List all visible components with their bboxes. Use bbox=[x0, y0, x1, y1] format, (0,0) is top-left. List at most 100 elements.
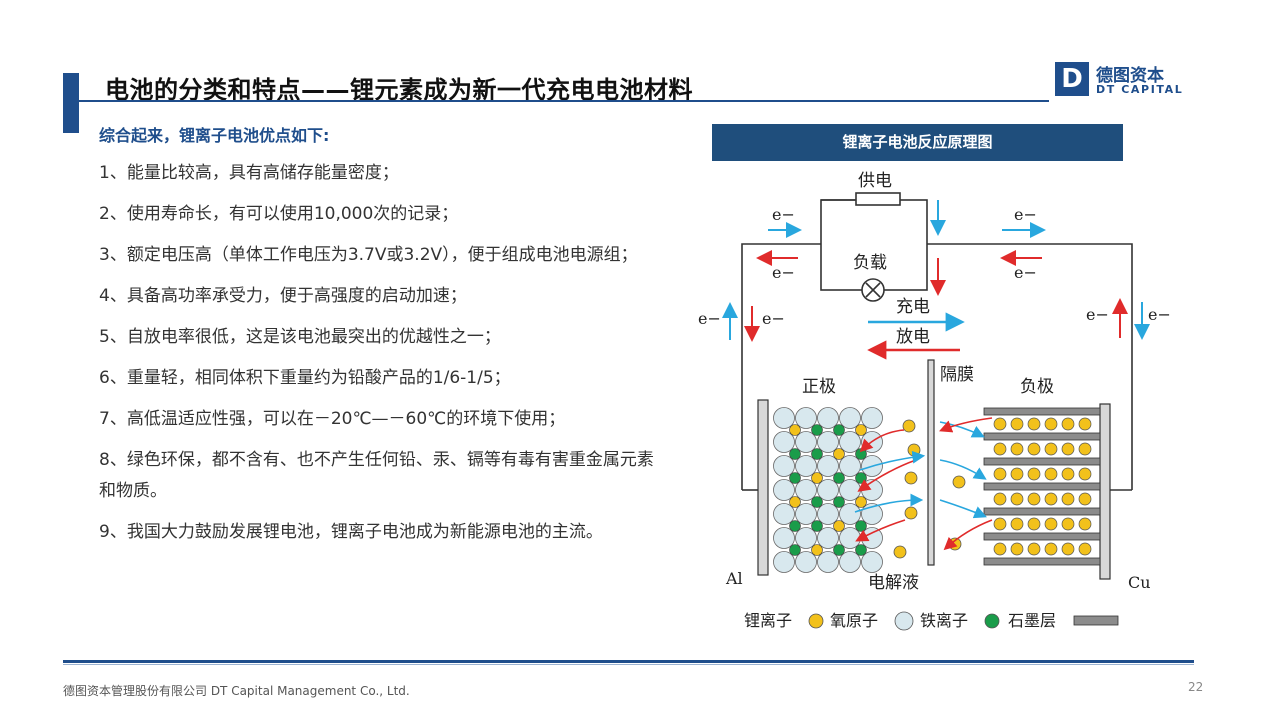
oxygen-atom bbox=[839, 503, 861, 525]
cathode-lattice bbox=[773, 407, 883, 573]
iron-ion bbox=[789, 448, 801, 460]
graphite-layer bbox=[983, 532, 1101, 541]
lithium-ion bbox=[1061, 467, 1075, 481]
oxygen-atom bbox=[861, 527, 883, 549]
iron-ion bbox=[833, 496, 845, 508]
lithium-ion bbox=[1078, 517, 1092, 531]
lithium-ion bbox=[811, 472, 823, 484]
lithium-ion bbox=[993, 417, 1007, 431]
title-accent-bar bbox=[63, 73, 79, 133]
electron-label: e− bbox=[1086, 305, 1109, 324]
oxygen-atom bbox=[861, 551, 883, 573]
lithium-ion bbox=[1078, 442, 1092, 456]
oxygen-atom bbox=[773, 431, 795, 453]
graphite-layer bbox=[983, 507, 1101, 516]
copper-label: Cu bbox=[1128, 573, 1151, 592]
aluminum-collector bbox=[757, 399, 769, 576]
lithium-ion bbox=[1010, 467, 1024, 481]
iron-ion bbox=[855, 520, 867, 532]
iron-ion bbox=[855, 448, 867, 460]
list-item: 6、重量轻，相同体积下重量约为铅酸产品的1/6-1/5； bbox=[99, 368, 511, 388]
lithium-ion bbox=[1010, 517, 1024, 531]
oxygen-atom bbox=[773, 455, 795, 477]
anode-label: 负极 bbox=[1020, 377, 1054, 397]
lithium-ion bbox=[1078, 417, 1092, 431]
oxygen-atom bbox=[795, 479, 817, 501]
lithium-ion bbox=[855, 496, 867, 508]
list-item: 3、额定电压高（单体工作电压为3.7V或3.2V），便于组成电池电源组； bbox=[99, 245, 638, 265]
oxygen-atom bbox=[817, 431, 839, 453]
lithium-ion bbox=[1078, 542, 1092, 556]
migrating-ions bbox=[893, 419, 966, 559]
lithium-ion bbox=[1027, 442, 1041, 456]
electron-label: e− bbox=[762, 309, 785, 328]
list-item: 8、绿色环保，都不含有、也不产生任何铅、汞、镉等有毒有害重金属元素和物质。 bbox=[99, 450, 654, 501]
electron-label: e− bbox=[698, 309, 721, 328]
lithium-ion bbox=[789, 496, 801, 508]
lithium-ion bbox=[1061, 542, 1075, 556]
diagram-header: 锂离子电池反应原理图 bbox=[712, 124, 1123, 161]
anode-graphite-layers bbox=[983, 407, 1101, 566]
lithium-ion bbox=[1010, 442, 1024, 456]
lithium-ion bbox=[1061, 517, 1075, 531]
graphite-layer bbox=[983, 482, 1101, 491]
lithium-ion bbox=[1061, 417, 1075, 431]
oxygen-atom bbox=[861, 407, 883, 429]
lithium-ion bbox=[833, 520, 845, 532]
lithium-ion bbox=[1027, 517, 1041, 531]
lithium-ion bbox=[1027, 492, 1041, 506]
footer-company: 德图资本管理股份有限公司 DT Capital Management Co., … bbox=[63, 684, 410, 698]
lithium-ion bbox=[855, 424, 867, 436]
lithium-ion bbox=[1027, 542, 1041, 556]
electron-label: e− bbox=[1014, 263, 1037, 282]
oxygen-atom bbox=[817, 527, 839, 549]
oxygen-atom bbox=[817, 407, 839, 429]
lithium-ion bbox=[1044, 542, 1058, 556]
list-item: 7、高低温适应性强，可以在－20℃—－60℃的环境下使用； bbox=[99, 409, 566, 429]
iron-ion bbox=[833, 544, 845, 556]
ion-paths bbox=[854, 417, 993, 551]
list-item: 2、使用寿命长，有可以使用10,000次的记录； bbox=[99, 204, 459, 224]
load-lamp-icon bbox=[861, 278, 885, 302]
iron-ion bbox=[833, 424, 845, 436]
oxygen-atom bbox=[817, 503, 839, 525]
lithium-ion bbox=[1010, 492, 1024, 506]
lithium-ion bbox=[833, 448, 845, 460]
oxygen-atom bbox=[795, 455, 817, 477]
power-supply-resistor bbox=[855, 192, 901, 206]
lithium-ion bbox=[993, 492, 1007, 506]
iron-ion bbox=[855, 544, 867, 556]
lithium-ion bbox=[811, 544, 823, 556]
oxygen-atom bbox=[839, 455, 861, 477]
graphite-layer bbox=[983, 457, 1101, 466]
lithium-ion bbox=[1078, 467, 1092, 481]
copper-collector bbox=[1099, 403, 1111, 580]
aluminum-label: Al bbox=[725, 569, 743, 588]
list-item: 4、具备高功率承受力，便于高强度的启动加速； bbox=[99, 286, 467, 306]
lithium-ion bbox=[1027, 417, 1041, 431]
oxygen-atom bbox=[817, 551, 839, 573]
oxygen-atom bbox=[773, 551, 795, 573]
legend-iron-swatch bbox=[984, 613, 1000, 629]
oxygen-atom bbox=[795, 527, 817, 549]
legend-oxygen-label: 氧原子 bbox=[830, 611, 878, 630]
graphite-layer bbox=[983, 557, 1101, 566]
graphite-layer bbox=[983, 432, 1101, 441]
legend-lithium-label: 锂离子 bbox=[744, 611, 792, 630]
diagram-legend: 锂离子 氧原子 铁离子 石墨层 bbox=[744, 611, 1119, 631]
lithium-ion bbox=[1027, 467, 1041, 481]
iron-ion bbox=[811, 424, 823, 436]
footer-divider-thin bbox=[63, 664, 1194, 665]
electron-label: e− bbox=[772, 205, 795, 224]
legend-oxygen-swatch bbox=[894, 611, 914, 631]
battery-reaction-diagram: 供电 负载 e− e− e− e− e− e− e− e− 充电 放电 正极 隔… bbox=[690, 160, 1171, 640]
separator-label: 隔膜 bbox=[940, 365, 974, 385]
lithium-ion bbox=[1044, 442, 1058, 456]
oxygen-atom bbox=[773, 503, 795, 525]
electrolyte-label: 电解液 bbox=[868, 573, 919, 593]
page-number: 22 bbox=[1188, 680, 1204, 694]
power-supply-label: 供电 bbox=[858, 171, 892, 191]
lithium-ion bbox=[993, 542, 1007, 556]
list-item: 1、能量比较高，具有高储存能量密度； bbox=[99, 163, 399, 183]
lithium-ion bbox=[789, 424, 801, 436]
